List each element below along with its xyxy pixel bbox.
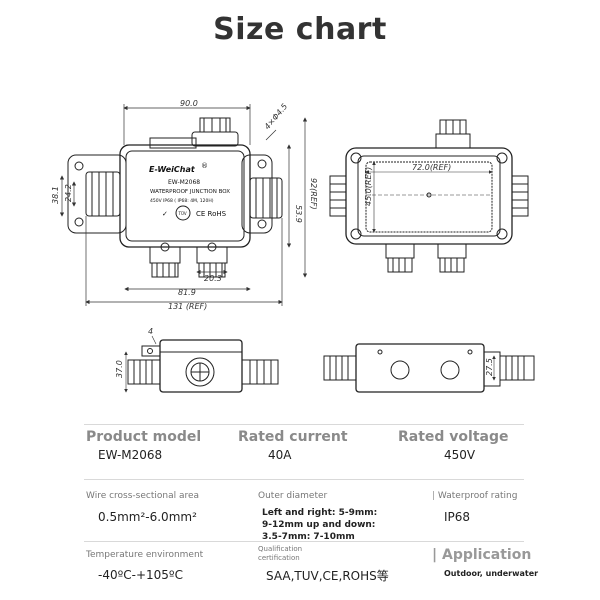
tuv-mark: TÜV	[178, 211, 187, 216]
qualification-label: Qualification certification	[258, 545, 302, 563]
application-label-wrap: | Application	[432, 547, 532, 563]
dim-inner-45: 45.0(REF)	[364, 167, 373, 206]
temperature-label: Temperature environment	[86, 550, 204, 560]
wire-area-value: 0.5mm²-6.0mm²	[98, 510, 197, 524]
dim-height-37: 37.0	[115, 360, 124, 378]
outer-diameter-line1: Left and right: 5-9mm:	[262, 508, 378, 518]
technical-drawings: E-WeiChat ® EW-M2068 WATERPROOF JUNCTION…	[51, 99, 535, 393]
rated-voltage-label: Rated voltage	[398, 429, 509, 445]
outer-diameter-line3: 3.5-7mm: 7-10mm	[262, 532, 355, 542]
spec-line-label: 450V IP68 ( IP68: 4M, 120H)	[150, 198, 214, 204]
registered-mark: ®	[201, 162, 208, 170]
rated-voltage-value: 450V	[444, 448, 476, 462]
dim-width-81-9: 81.9	[178, 288, 196, 297]
temperature-value: -40ºC-+105ºC	[98, 568, 183, 582]
page-title: Size chart	[213, 12, 387, 47]
outer-diameter-label: Outer diameter	[258, 491, 328, 501]
product-line-label: WATERPROOF JUNCTION BOX	[150, 189, 230, 195]
application-value: Outdoor, underwater	[444, 569, 539, 578]
dim-pitch-20-3: 20.3	[204, 274, 222, 283]
dim-hole: 4×Φ4.5	[263, 102, 290, 131]
ce-rohs-mark: CE RoHS	[196, 210, 227, 218]
qualification-value: SAA,TUV,CE,ROHS等	[266, 569, 389, 583]
divider	[84, 541, 524, 542]
wire-area-label: Wire cross-sectional area	[86, 491, 200, 501]
model-label: EW-M2068	[168, 179, 200, 186]
top-view-drawing	[323, 343, 535, 393]
dim-height-92-ref: 92(REF)	[309, 178, 318, 210]
qualification-label-line2: certification	[258, 554, 300, 562]
rated-current-label: Rated current	[238, 429, 348, 445]
outer-diameter-line2: 9-12mm up and down:	[262, 520, 376, 530]
product-model-value: EW-M2068	[98, 448, 163, 462]
divider	[84, 424, 524, 425]
rated-current-value: 40A	[268, 448, 292, 462]
waterproof-label: Waterproof rating	[437, 491, 518, 501]
waterproof-label-wrap: | Waterproof rating	[432, 491, 518, 501]
brand-label: E-WeiChat	[149, 165, 196, 174]
dim-left-24-2: 24.2	[64, 184, 73, 202]
side-view-drawing	[127, 339, 279, 393]
product-model-label: Product model	[86, 429, 202, 445]
svg-text:✓: ✓	[162, 210, 168, 218]
dim-left-38-1: 38.1	[51, 186, 60, 204]
dim-width-90: 90.0	[180, 99, 198, 108]
dim-inner-72: 72.0(REF)	[412, 163, 451, 172]
divider	[84, 479, 524, 480]
application-label: Application	[442, 547, 532, 563]
dim-width-131-ref: 131 (REF)	[168, 302, 207, 311]
dim-right-27-5: 27.5	[485, 358, 494, 376]
dim-small-4: 4	[148, 327, 153, 336]
back-view-drawing	[329, 119, 529, 273]
dim-height-53-9: 53.9	[294, 205, 303, 223]
waterproof-value: IP68	[444, 510, 471, 524]
qualification-label-line1: Qualification	[258, 545, 303, 553]
